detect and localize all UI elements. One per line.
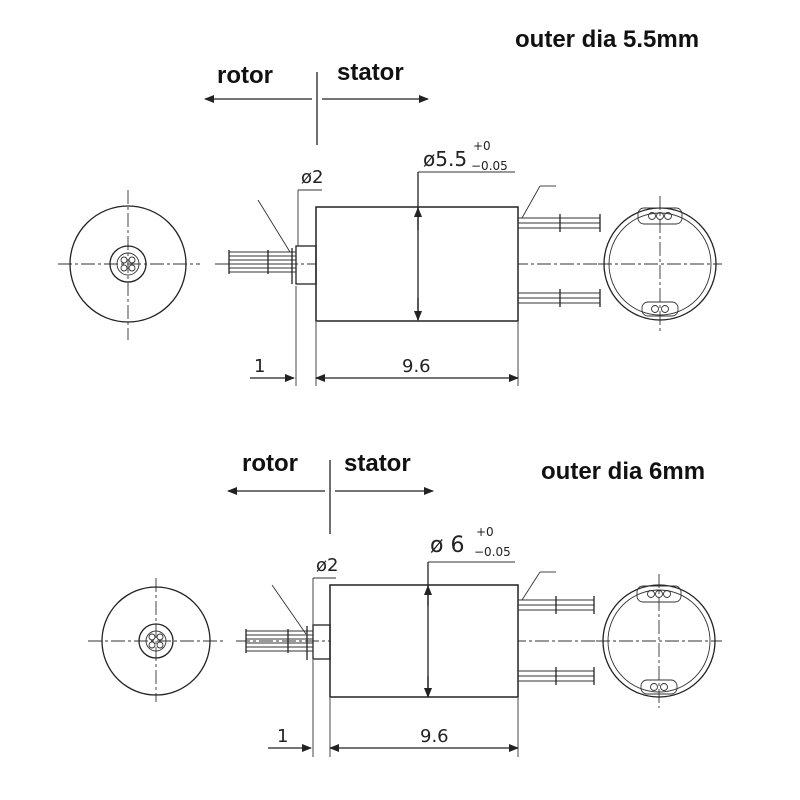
top-tol-upper: +0 — [473, 139, 491, 153]
top-left-end-view — [58, 190, 200, 340]
bottom-rotor-label: rotor — [242, 450, 298, 477]
top-title: outer dia 5.5mm — [515, 26, 699, 53]
bottom-left-end-view — [88, 578, 226, 702]
bottom-len-small: 1 — [277, 726, 288, 747]
top-stator-wires-upper — [518, 214, 601, 232]
bottom-stator-wires-lower — [518, 667, 595, 685]
bottom-right-end-view — [596, 574, 722, 708]
bottom-side-view: ø 6 +0 −0.05 ø2 1 9.6 — [236, 525, 600, 757]
top-stator-wires-lower — [518, 289, 601, 307]
bottom-tol-upper: +0 — [476, 525, 494, 539]
bottom-dia-value: ø 6 — [430, 533, 464, 558]
bottom-shaft-dia: ø2 — [316, 555, 338, 576]
bottom-stator-body — [329, 584, 519, 698]
bottom-stator-wires-upper — [518, 596, 595, 614]
bottom-len-body: 9.6 — [420, 726, 449, 747]
top-shaft-collar — [295, 245, 317, 285]
top-right-end-view — [598, 196, 722, 334]
bottom-tol-lower: −0.05 — [474, 545, 511, 559]
bottom-leader-line — [521, 571, 541, 601]
top-len-body: 9.6 — [402, 356, 431, 377]
top-shaft-dia: ø2 — [301, 167, 323, 188]
bottom-stator-label: stator — [344, 450, 411, 477]
top-stator-body — [315, 206, 519, 322]
bottom-shaft-collar — [312, 624, 331, 660]
top-drawing: outer dia 5.5mm rotor stator — [58, 26, 722, 386]
top-len-small: 1 — [254, 356, 265, 377]
bottom-title: outer dia 6mm — [541, 458, 705, 485]
bottom-drawing: outer dia 6mm rotor stator — [88, 450, 722, 757]
top-leader-line — [521, 185, 541, 219]
bottom-rotor-wires — [245, 629, 313, 653]
top-dia-value: ø5.5 — [423, 147, 467, 171]
top-stator-label: stator — [337, 59, 404, 86]
top-side-view: ø5.5 +0 −0.05 ø2 1 9.6 — [215, 139, 612, 386]
top-tol-lower: −0.05 — [471, 159, 508, 173]
top-rotor-label: rotor — [217, 62, 273, 89]
top-rotor-wires — [228, 250, 296, 274]
